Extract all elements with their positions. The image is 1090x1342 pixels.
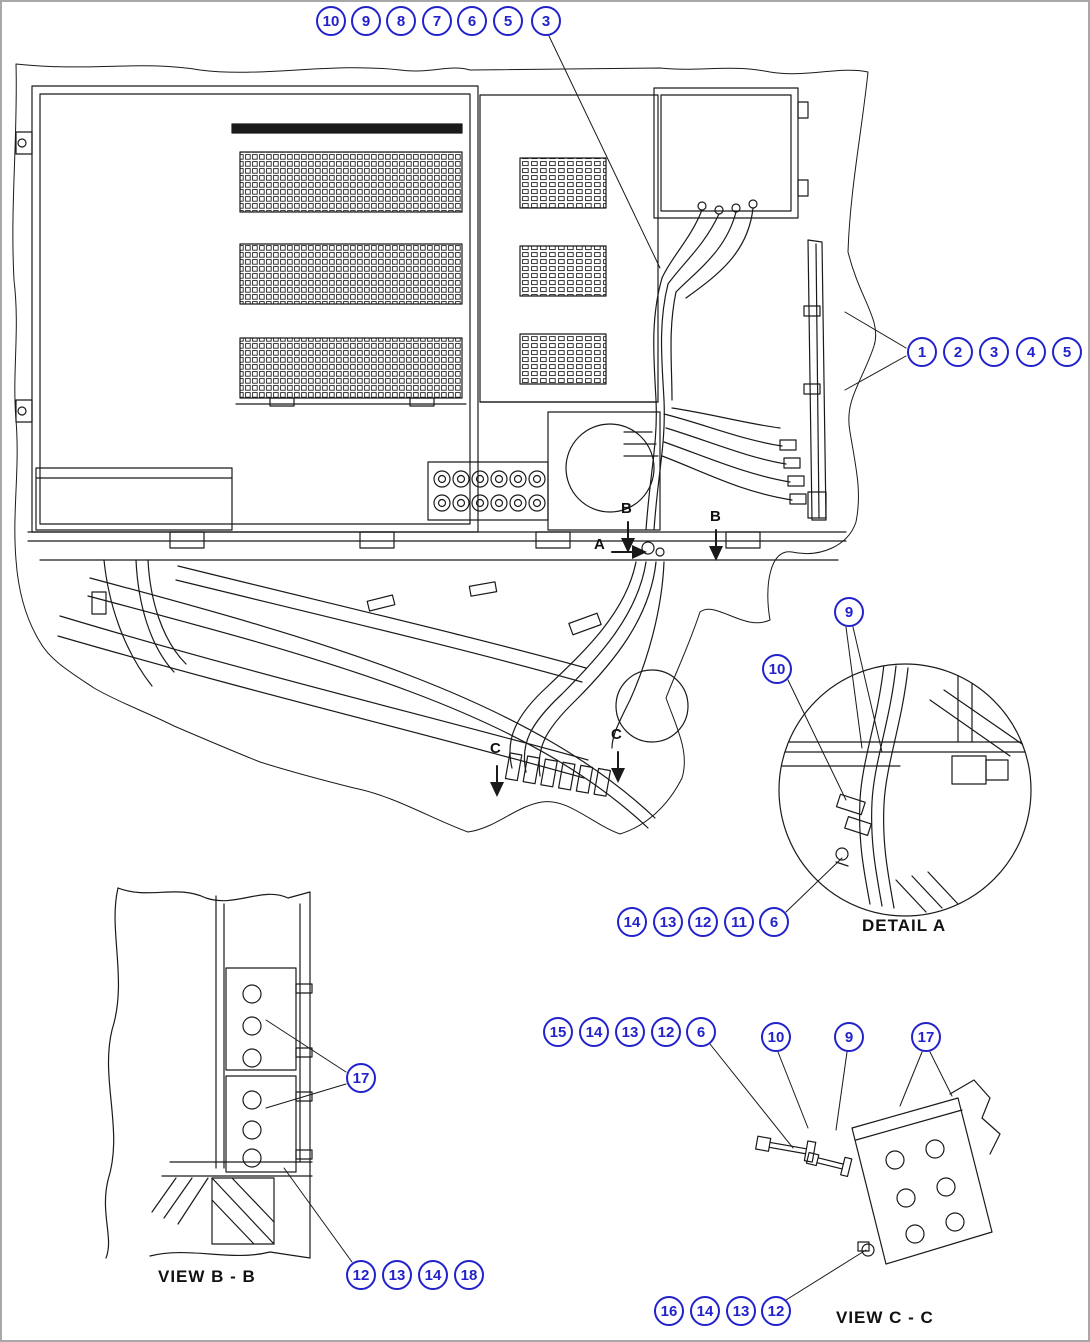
right-bracket (803, 239, 827, 521)
callout-balloon[interactable]: 13 (726, 1296, 756, 1326)
view-cc-art (755, 1079, 1001, 1265)
callout-balloon[interactable]: 11 (724, 907, 754, 937)
callout-balloon[interactable]: 13 (653, 907, 683, 937)
section-arrow-heads (490, 538, 723, 797)
callout-balloon[interactable]: 17 (346, 1063, 376, 1093)
callout-balloon[interactable]: 12 (651, 1017, 681, 1047)
base-frame (27, 531, 847, 561)
callout-balloon[interactable]: 12 (688, 907, 718, 937)
callout-balloon[interactable]: 14 (418, 1260, 448, 1290)
callout-balloon[interactable]: 6 (759, 907, 789, 937)
callout-balloon[interactable]: 2 (943, 337, 973, 367)
view-cc-label: VIEW C - C (836, 1308, 934, 1327)
callout-balloon[interactable]: 4 (1016, 337, 1046, 367)
callout-balloon[interactable]: 14 (617, 907, 647, 937)
callout-balloon[interactable]: 18 (454, 1260, 484, 1290)
detail-a-label: DETAIL A (862, 916, 947, 935)
leader-lines (265, 35, 953, 1301)
assembly-boundary (12, 63, 877, 835)
callout-balloon[interactable]: 13 (382, 1260, 412, 1290)
view-bb-label: VIEW B - B (158, 1267, 256, 1286)
callout-balloon[interactable]: 17 (911, 1022, 941, 1052)
junction-box (653, 87, 809, 219)
right-panel (479, 94, 661, 531)
callout-balloon[interactable]: 5 (493, 6, 523, 36)
callout-balloon[interactable]: 1 (907, 337, 937, 367)
callout-balloon[interactable]: 14 (579, 1017, 609, 1047)
callout-balloon[interactable]: 9 (351, 6, 381, 36)
callout-balloon[interactable]: 9 (834, 597, 864, 627)
callout-balloon[interactable]: 6 (457, 6, 487, 36)
callout-balloon[interactable]: 6 (686, 1017, 716, 1047)
detail-a-circle (778, 663, 1032, 917)
callout-balloon[interactable]: 8 (386, 6, 416, 36)
main-cabinet (15, 85, 479, 533)
callout-balloon[interactable]: 10 (316, 6, 346, 36)
callout-balloon[interactable]: 3 (979, 337, 1009, 367)
section-marker-c1: C (490, 740, 501, 757)
callout-balloon[interactable]: 10 (762, 654, 792, 684)
section-marker-b2: B (710, 508, 721, 525)
callout-balloon[interactable]: 16 (654, 1296, 684, 1326)
callout-balloon[interactable]: 13 (615, 1017, 645, 1047)
section-arrow-stems (496, 521, 717, 783)
callout-balloon[interactable]: 15 (543, 1017, 573, 1047)
section-marker-a: A (594, 536, 605, 553)
connector-plate (427, 461, 549, 521)
section-marker-c2: C (611, 726, 622, 743)
view-bb-art (104, 887, 313, 1259)
section-marker-b1: B (621, 500, 632, 517)
callout-balloon[interactable]: 12 (346, 1260, 376, 1290)
callout-balloon[interactable]: 10 (761, 1022, 791, 1052)
callout-balloon[interactable]: 7 (422, 6, 452, 36)
callout-balloon[interactable]: 9 (834, 1022, 864, 1052)
cable-harness (645, 207, 807, 531)
callout-balloon[interactable]: 12 (761, 1296, 791, 1326)
callout-balloon[interactable]: 5 (1052, 337, 1082, 367)
callout-balloon[interactable]: 3 (531, 6, 561, 36)
bottom-hoses (57, 559, 689, 829)
callout-balloon[interactable]: 14 (690, 1296, 720, 1326)
hose-junction (641, 541, 665, 557)
